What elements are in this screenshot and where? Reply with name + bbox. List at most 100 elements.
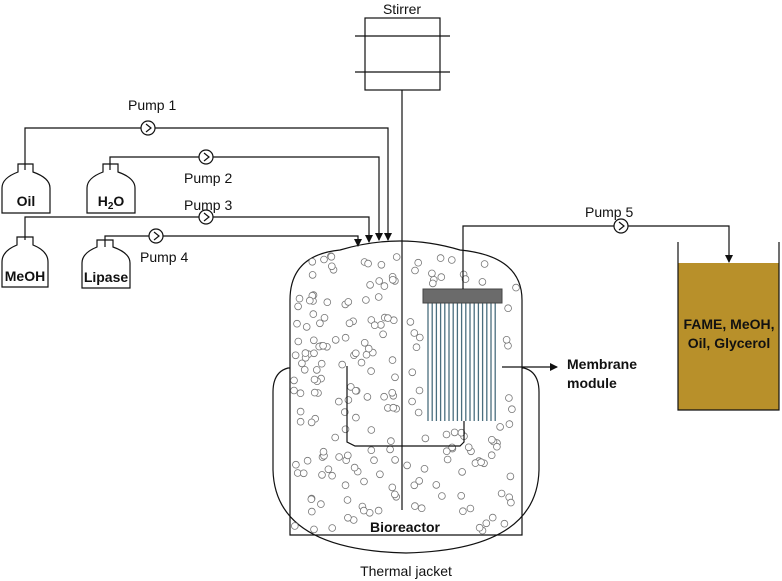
bubble [507,498,515,507]
bioreactor-vessel [289,240,523,536]
bubble [302,323,311,331]
bubble [367,446,376,455]
bubble [380,392,388,401]
bubble [380,282,389,290]
pump-2-label: Pump 2 [184,170,232,186]
bubble [379,330,387,339]
bubble [415,333,424,342]
bubble [482,519,491,528]
bubble [410,481,419,490]
bubble [367,426,376,434]
bubble [294,302,302,311]
bubble [505,420,514,428]
bubble [364,259,372,268]
bubble [466,504,475,513]
bubble [390,490,399,499]
bottle-oil: Oil [1,163,51,214]
bubble [436,254,445,262]
bubble [341,481,350,490]
bubble [496,423,504,431]
bubble [478,278,487,286]
bubble [438,492,446,500]
bubble [477,458,485,467]
bubble [464,443,473,452]
bubble [408,397,416,406]
bubble [505,394,513,402]
pump-5-label: Pump 5 [585,204,633,220]
bubble [367,316,376,324]
pump-3-label: Pump 3 [184,197,232,213]
bubble [290,522,299,530]
bubble [338,360,347,369]
bubble [344,298,353,306]
pump-4-label: Pump 4 [140,249,188,265]
bubble [457,491,466,500]
bubble [335,453,343,461]
bubble [411,502,419,510]
bubble [502,252,511,261]
bubble [345,319,354,328]
stirrer-motor-box [364,17,441,91]
bubble [374,293,383,301]
bottle-h2o: H2O [86,163,136,214]
bubble [317,359,326,368]
bubble [323,298,332,307]
bubble [450,428,459,437]
stirrer-impeller [346,366,465,447]
bubble [387,437,395,445]
bubble [497,489,506,498]
bubble [305,296,314,305]
bubble [331,433,340,442]
bubble [301,349,310,357]
bubble [317,500,325,508]
bubble [414,258,423,267]
membrane-label-line1: Membrane [567,356,637,372]
bubble [493,442,501,451]
bubble [415,386,424,395]
pump-4-line: Pump 4 [104,228,362,265]
bubble [343,496,352,504]
bubble [374,506,383,515]
bubble [327,252,336,261]
bubble [310,375,319,384]
bubble [295,294,304,303]
bubble [408,368,417,377]
bubble [331,336,340,344]
bubble [388,388,397,397]
thermal-jacket [272,367,540,554]
bubble [376,470,384,479]
pump-3-icon [198,209,214,225]
product-tank-label-line1: FAME, MeOH, [683,316,774,332]
bubble [391,456,399,464]
bubble [389,403,398,412]
bubble [417,504,426,513]
membrane-label-line2: module [567,375,617,391]
bubble [506,472,515,481]
bubble [362,296,370,304]
pump-1-label: Pump 1 [128,97,176,113]
product-tank-wall [677,242,780,411]
bubble [318,471,326,479]
bubble [475,523,484,532]
pump-5-line: Pump 5 [462,204,733,289]
bubble [308,257,317,266]
bubble [298,359,306,368]
bubble [316,319,324,328]
bubble [410,329,419,337]
bubble [502,335,511,344]
bubble [324,465,333,474]
bubble [309,310,318,318]
bubble [432,481,441,489]
pump-3-line: Pump 3 [24,197,373,243]
pump-2-icon [198,149,214,165]
bubble [344,396,353,404]
bubble [320,313,329,322]
bubble [500,519,509,528]
bubble [328,524,337,532]
membrane-header [422,288,503,304]
bubble [412,343,421,352]
bubble [388,356,397,364]
bubble [487,451,496,460]
bubble [443,455,452,464]
